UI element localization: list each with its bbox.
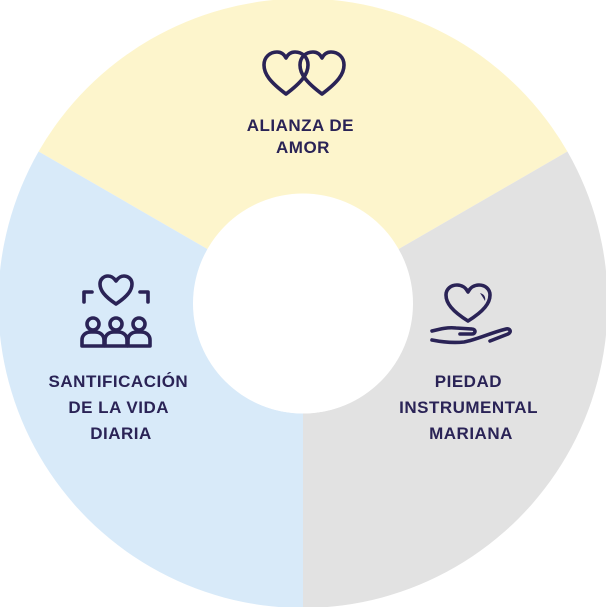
label-piedad-instrumental-mariana: PIEDAD INSTRUMENTAL MARIANA [399,372,543,443]
label-line: PIEDAD [435,372,502,391]
label-line: DIARIA [90,424,152,443]
community-heart-icon [80,274,152,348]
label-line: AMOR [276,138,330,157]
segment-santificacion-de-la-vida-diaria [0,151,303,607]
segment-alianza-de-amor [38,0,568,250]
label-line: MARIANA [429,424,513,443]
segment-piedad-instrumental-mariana [303,151,606,607]
label-alianza-de-amor: ALIANZA DE AMOR [247,116,360,157]
label-line: ALIANZA DE [247,116,354,135]
label-line: DE LA VIDA [68,398,168,417]
label-line: INSTRUMENTAL [399,398,538,417]
label-line: SANTIFICACIÓN [49,372,189,391]
donut-center [193,193,413,414]
heart-in-hand-icon [430,283,512,345]
linked-hearts-icon [262,50,346,96]
label-santificacion-de-la-vida-diaria: SANTIFICACIÓN DE LA VIDA DIARIA [49,372,194,443]
